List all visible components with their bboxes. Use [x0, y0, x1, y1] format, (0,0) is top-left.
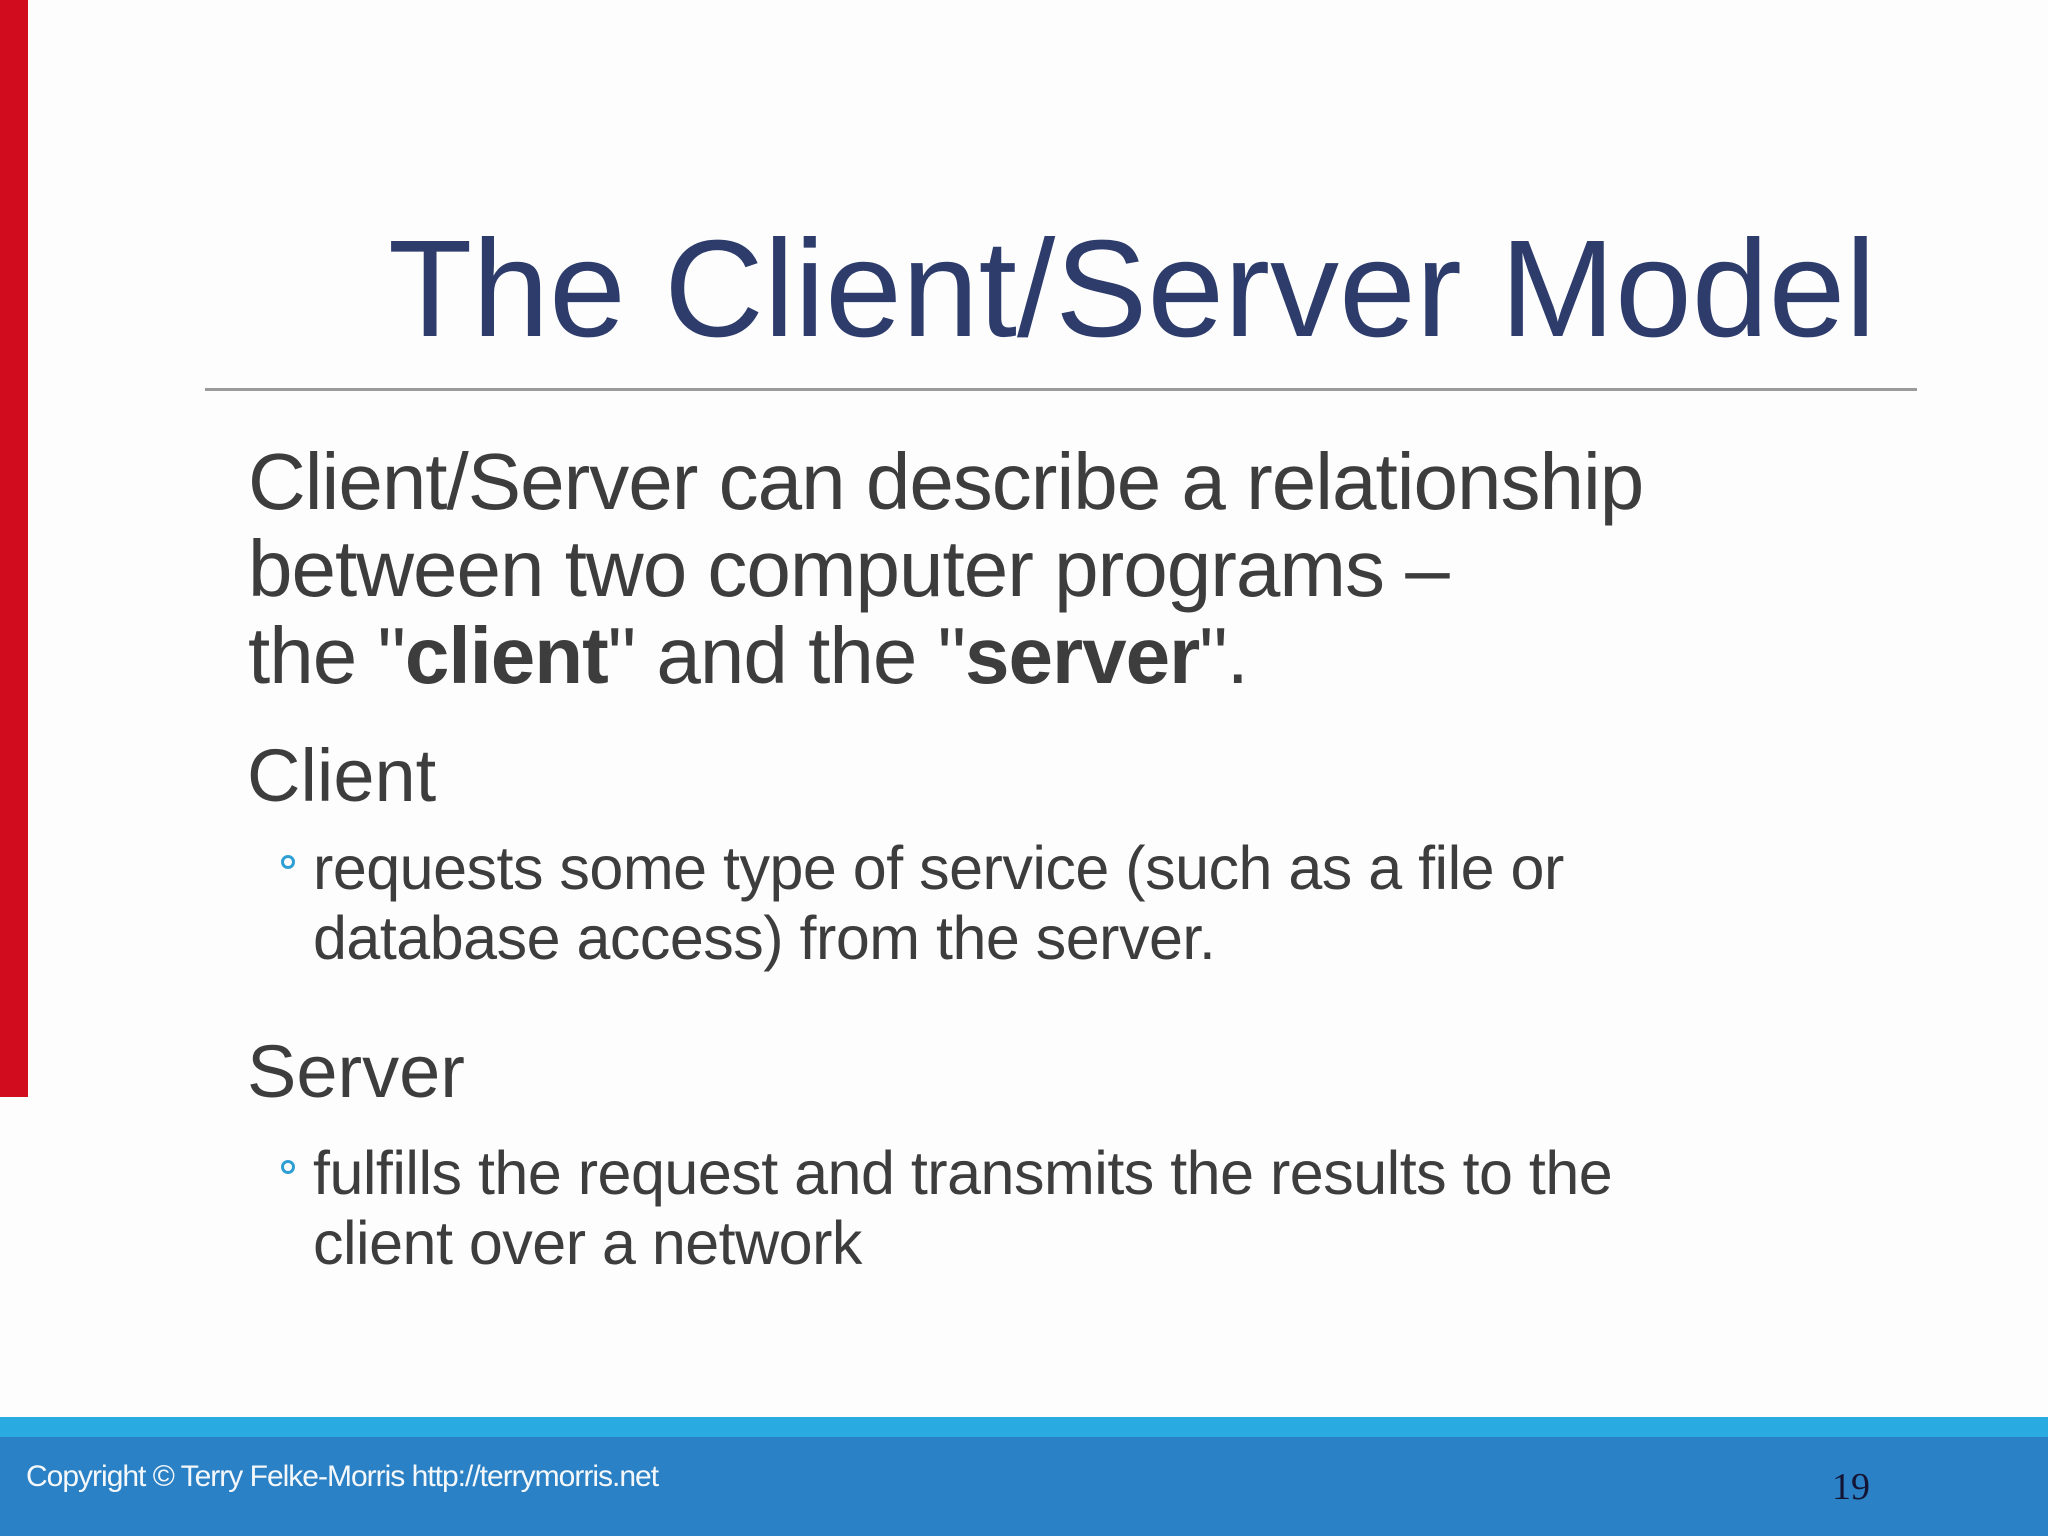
intro-line-3-post: ".	[1199, 611, 1249, 700]
intro-paragraph: Client/Server can describe a relationshi…	[248, 437, 1644, 700]
intro-line-3-pre: the "	[248, 611, 406, 700]
client-bullet-text: requests some type of service (such as a…	[313, 834, 1564, 972]
footer-bar	[0, 1437, 2048, 1536]
bullet-ring-icon	[281, 1160, 295, 1174]
title-divider-line	[205, 388, 1917, 391]
footer-accent-strip	[0, 1417, 2048, 1437]
intro-line-3-mid: " and the "	[607, 611, 966, 700]
slide-title: The Client/Server Model	[388, 212, 1876, 366]
server-bullet-text: fulfills the request and transmits the r…	[313, 1139, 1613, 1277]
intro-bold-server: server	[964, 611, 1200, 700]
intro-line-1: Client/Server can describe a relationshi…	[248, 437, 1644, 526]
intro-bold-client: client	[404, 611, 609, 700]
copyright-text: Copyright © Terry Felke-Morris http://te…	[26, 1460, 659, 1493]
intro-line-2: between two computer programs –	[248, 524, 1450, 613]
page-number: 19	[1832, 1466, 1870, 1508]
left-accent-bar	[0, 0, 28, 1097]
bullet-ring-icon	[281, 855, 295, 869]
server-section-heading: Server	[247, 1030, 465, 1113]
client-section-heading: Client	[247, 734, 437, 817]
